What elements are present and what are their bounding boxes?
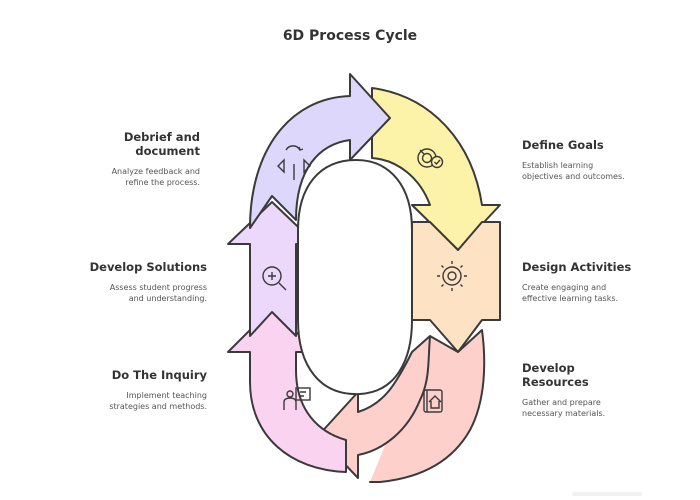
lightbulb-gear-icon <box>437 261 467 291</box>
stage-desc-line: objectives and outcomes. <box>522 172 625 181</box>
segment-define-goals <box>371 87 501 251</box>
stage-desc-line: Establish learning <box>522 161 594 170</box>
stage-description: Gather and prepare necessary materials. <box>522 397 672 419</box>
segment-design-activities <box>411 221 501 353</box>
diagram-title: 6D Process Cycle <box>282 28 418 44</box>
stage-design-activities: Design Activities Create engaging and ef… <box>522 260 672 304</box>
stage-desc-line: Analyze feedback and <box>111 167 200 176</box>
stage-desc-line: Implement teaching <box>126 391 207 400</box>
zoom-in-icon <box>262 266 287 291</box>
watermark <box>572 492 642 496</box>
stage-desc-line: Create engaging and <box>522 283 607 292</box>
stage-title: Develop Resources <box>522 361 672 389</box>
stage-title: Design Activities <box>522 260 632 274</box>
segment-develop-resources <box>317 329 486 483</box>
stage-define-goals: Define Goals Establish learning objectiv… <box>522 138 672 182</box>
stage-title: Develop Solutions <box>89 260 207 274</box>
stage-title-line: Debrief and <box>123 130 200 144</box>
segment-develop-solutions <box>227 201 317 337</box>
stage-desc-line: effective learning tasks. <box>522 294 619 303</box>
target-check-icon <box>417 148 444 169</box>
stage-description: Analyze feedback and refine the process. <box>50 166 200 188</box>
stage-develop-resources: Develop Resources Gather and prepare nec… <box>522 361 672 419</box>
stage-title-line: Resources <box>522 375 589 389</box>
stage-desc-line: Gather and prepare <box>522 398 601 407</box>
stage-debrief-and-document: Debrief and document Analyze feedback an… <box>50 130 200 188</box>
stage-description: Implement teaching strategies and method… <box>57 390 207 412</box>
flip-refresh-icon <box>277 145 311 180</box>
inner-hole-outline <box>297 159 413 396</box>
segment-debrief-and-document <box>249 73 391 229</box>
stage-desc-line: refine the process. <box>125 178 200 187</box>
stage-desc-line: and understanding. <box>128 294 207 303</box>
stage-title: Define Goals <box>522 138 604 152</box>
stage-desc-line: strategies and methods. <box>109 402 207 411</box>
stage-description: Assess student progress and understandin… <box>57 282 207 304</box>
segment-do-the-inquiry <box>227 307 347 473</box>
stage-do-the-inquiry: Do The Inquiry Implement teaching strate… <box>57 368 207 412</box>
teacher-board-icon <box>283 387 311 410</box>
stage-develop-solutions: Develop Solutions Assess student progres… <box>57 260 207 304</box>
stage-description: Create engaging and effective learning t… <box>522 282 672 304</box>
stage-desc-line: necessary materials. <box>522 409 606 418</box>
stage-desc-line: Assess student progress <box>109 283 207 292</box>
stage-title: Do The Inquiry <box>111 368 207 382</box>
stage-title-line: Develop <box>522 361 575 375</box>
stage-description: Establish learning objectives and outcom… <box>522 160 672 182</box>
book-home-icon <box>423 389 443 413</box>
stage-title-line: document <box>135 144 200 158</box>
stage-title: Debrief and document <box>50 130 200 158</box>
